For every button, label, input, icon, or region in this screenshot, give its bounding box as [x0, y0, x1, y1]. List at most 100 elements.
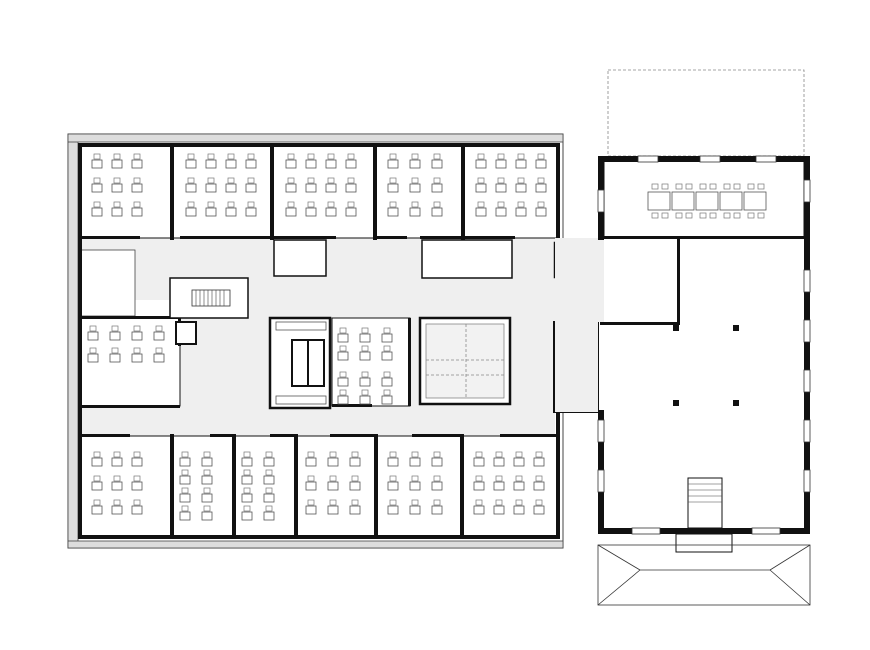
desk	[493, 505, 505, 515]
conference-table	[719, 191, 743, 211]
chair	[247, 201, 255, 208]
desk	[153, 353, 165, 363]
chair	[339, 345, 347, 352]
desk	[431, 207, 443, 217]
desk	[493, 481, 505, 491]
desk	[111, 481, 123, 491]
chair	[247, 177, 255, 184]
chair	[93, 499, 101, 506]
desk	[409, 457, 421, 467]
hall-windows	[597, 155, 811, 535]
desk	[241, 475, 253, 485]
chair	[265, 469, 273, 476]
chair	[329, 499, 337, 506]
desk	[179, 511, 191, 521]
desk	[475, 183, 487, 193]
desk	[387, 505, 399, 515]
desk	[205, 183, 217, 193]
entrance-steps	[675, 477, 733, 553]
desk	[337, 395, 349, 405]
desk	[131, 457, 143, 467]
chair	[497, 201, 505, 208]
eave-left	[67, 133, 79, 549]
chair	[307, 475, 315, 482]
desk	[91, 505, 103, 515]
desk	[109, 353, 121, 363]
desk	[409, 207, 421, 217]
desk	[359, 333, 371, 343]
chair	[181, 451, 189, 458]
chair	[243, 451, 251, 458]
chair	[339, 389, 347, 396]
chair	[433, 177, 441, 184]
chair	[265, 451, 273, 458]
wall-west	[78, 143, 82, 539]
desk	[535, 183, 547, 193]
chair	[433, 499, 441, 506]
wall-north	[78, 143, 560, 147]
desk	[201, 511, 213, 521]
chair	[709, 212, 717, 219]
desk	[475, 207, 487, 217]
chair	[207, 177, 215, 184]
left-light-well	[79, 249, 136, 317]
desk	[225, 207, 237, 217]
chair	[329, 451, 337, 458]
chair	[383, 345, 391, 352]
chair	[389, 153, 397, 160]
chair	[113, 499, 121, 506]
chair	[383, 371, 391, 378]
desk	[305, 207, 317, 217]
office-bottom-2	[171, 435, 235, 537]
desk	[263, 475, 275, 485]
eave-top	[67, 133, 564, 143]
conference-table	[647, 191, 671, 211]
chair	[661, 212, 669, 219]
desk	[535, 207, 547, 217]
desk	[91, 159, 103, 169]
desk	[111, 457, 123, 467]
chair	[433, 451, 441, 458]
chair	[93, 201, 101, 208]
chair	[339, 327, 347, 334]
hall-wall-south	[598, 528, 810, 534]
desk	[495, 207, 507, 217]
desk	[131, 331, 143, 341]
bottom-offices	[79, 435, 559, 537]
desk	[131, 207, 143, 217]
chair	[757, 183, 765, 190]
desk	[263, 457, 275, 467]
chair	[495, 475, 503, 482]
desk	[381, 377, 393, 387]
desk	[185, 159, 197, 169]
desk	[179, 457, 191, 467]
desk	[381, 333, 393, 343]
chair	[699, 183, 707, 190]
desk	[381, 395, 393, 405]
chair	[307, 153, 315, 160]
desk	[345, 159, 357, 169]
chair	[287, 177, 295, 184]
chair	[133, 325, 141, 332]
chair	[187, 177, 195, 184]
desk	[387, 457, 399, 467]
chair	[411, 201, 419, 208]
chair	[651, 183, 659, 190]
desk	[409, 159, 421, 169]
chair	[675, 183, 683, 190]
desk	[381, 351, 393, 361]
chair	[93, 475, 101, 482]
desk	[325, 183, 337, 193]
chair	[327, 177, 335, 184]
chair	[327, 201, 335, 208]
chair	[535, 475, 543, 482]
chair	[651, 212, 659, 219]
desk	[131, 183, 143, 193]
chair	[685, 183, 693, 190]
desk	[201, 475, 213, 485]
conference-tables	[647, 183, 767, 219]
desk	[131, 159, 143, 169]
desk	[431, 159, 443, 169]
wall-east-bottom	[556, 412, 560, 539]
chair	[111, 347, 119, 354]
